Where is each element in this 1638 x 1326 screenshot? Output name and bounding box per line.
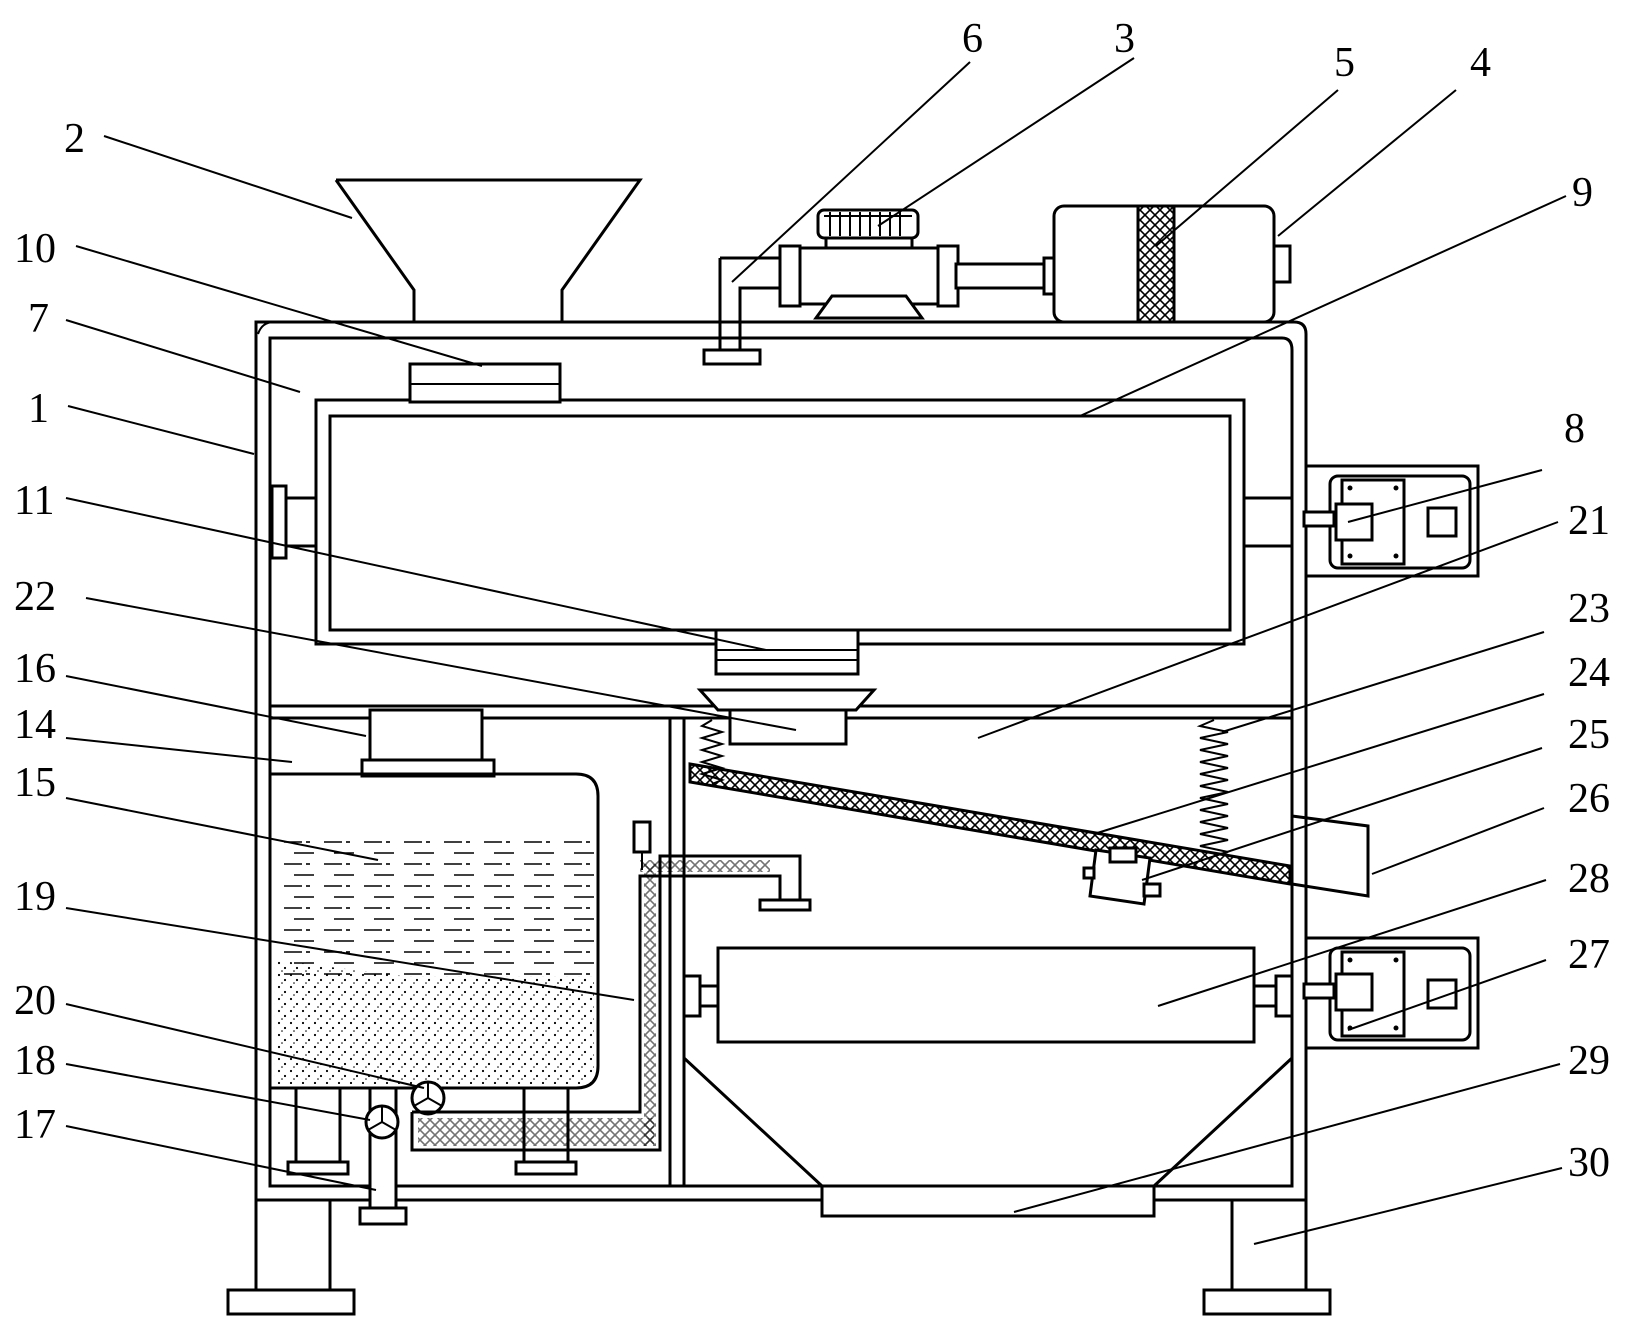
discharge-chute: [1291, 814, 1370, 898]
screw-inlet-valve: [410, 1080, 446, 1116]
discharge-funnel: [696, 688, 878, 746]
drain-pipe: [358, 1086, 408, 1226]
top-pump-assembly: [702, 208, 1056, 366]
feed-hopper: [334, 178, 643, 322]
label-30: 30: [1568, 1140, 1610, 1186]
label-9: 9: [1572, 170, 1593, 216]
label-24: 24: [1568, 650, 1610, 696]
label-11: 11: [14, 478, 54, 524]
vibration-motor: [1082, 846, 1162, 906]
collecting-hopper: [682, 1056, 1294, 1218]
top-motor: [1052, 204, 1292, 324]
label-19: 19: [14, 874, 56, 920]
vibrating-screen: [688, 762, 1292, 886]
label-14: 14: [14, 702, 56, 748]
label-17: 17: [14, 1102, 56, 1148]
label-25: 25: [1568, 712, 1610, 758]
label-8: 8: [1564, 406, 1585, 452]
label-4: 4: [1470, 40, 1491, 86]
label-18: 18: [14, 1038, 56, 1084]
roller-motor: [1302, 936, 1480, 1050]
label-29: 29: [1568, 1038, 1610, 1084]
drying-roller: [682, 946, 1294, 1044]
label-3: 3: [1114, 16, 1135, 62]
label-16: 16: [14, 646, 56, 692]
label-5: 5: [1334, 40, 1355, 86]
callout-labels: 1 2 3 4 5 6 7 8 9 10 11 14 15 16 17 18 1…: [14, 16, 1610, 1186]
drum-housing: [270, 362, 1294, 676]
label-26: 26: [1568, 776, 1610, 822]
liquid-tank: [270, 772, 600, 1090]
label-1: 1: [28, 386, 49, 432]
label-22: 22: [14, 574, 56, 620]
screw-conveyor: [410, 820, 812, 1152]
drum-motor: [1302, 464, 1480, 578]
label-20: 20: [14, 978, 56, 1024]
label-6: 6: [962, 16, 983, 62]
frame: [254, 320, 1308, 1202]
label-27: 27: [1568, 932, 1610, 978]
label-15: 15: [14, 760, 56, 806]
label-2: 2: [64, 116, 85, 162]
left-compartment: [360, 708, 686, 1186]
label-28: 28: [1568, 856, 1610, 902]
support-legs: [226, 1198, 1332, 1316]
label-7: 7: [28, 296, 49, 342]
leader-lines: [65, 57, 1567, 1245]
label-23: 23: [1568, 586, 1610, 632]
label-10: 10: [14, 226, 56, 272]
label-21: 21: [1568, 498, 1610, 544]
